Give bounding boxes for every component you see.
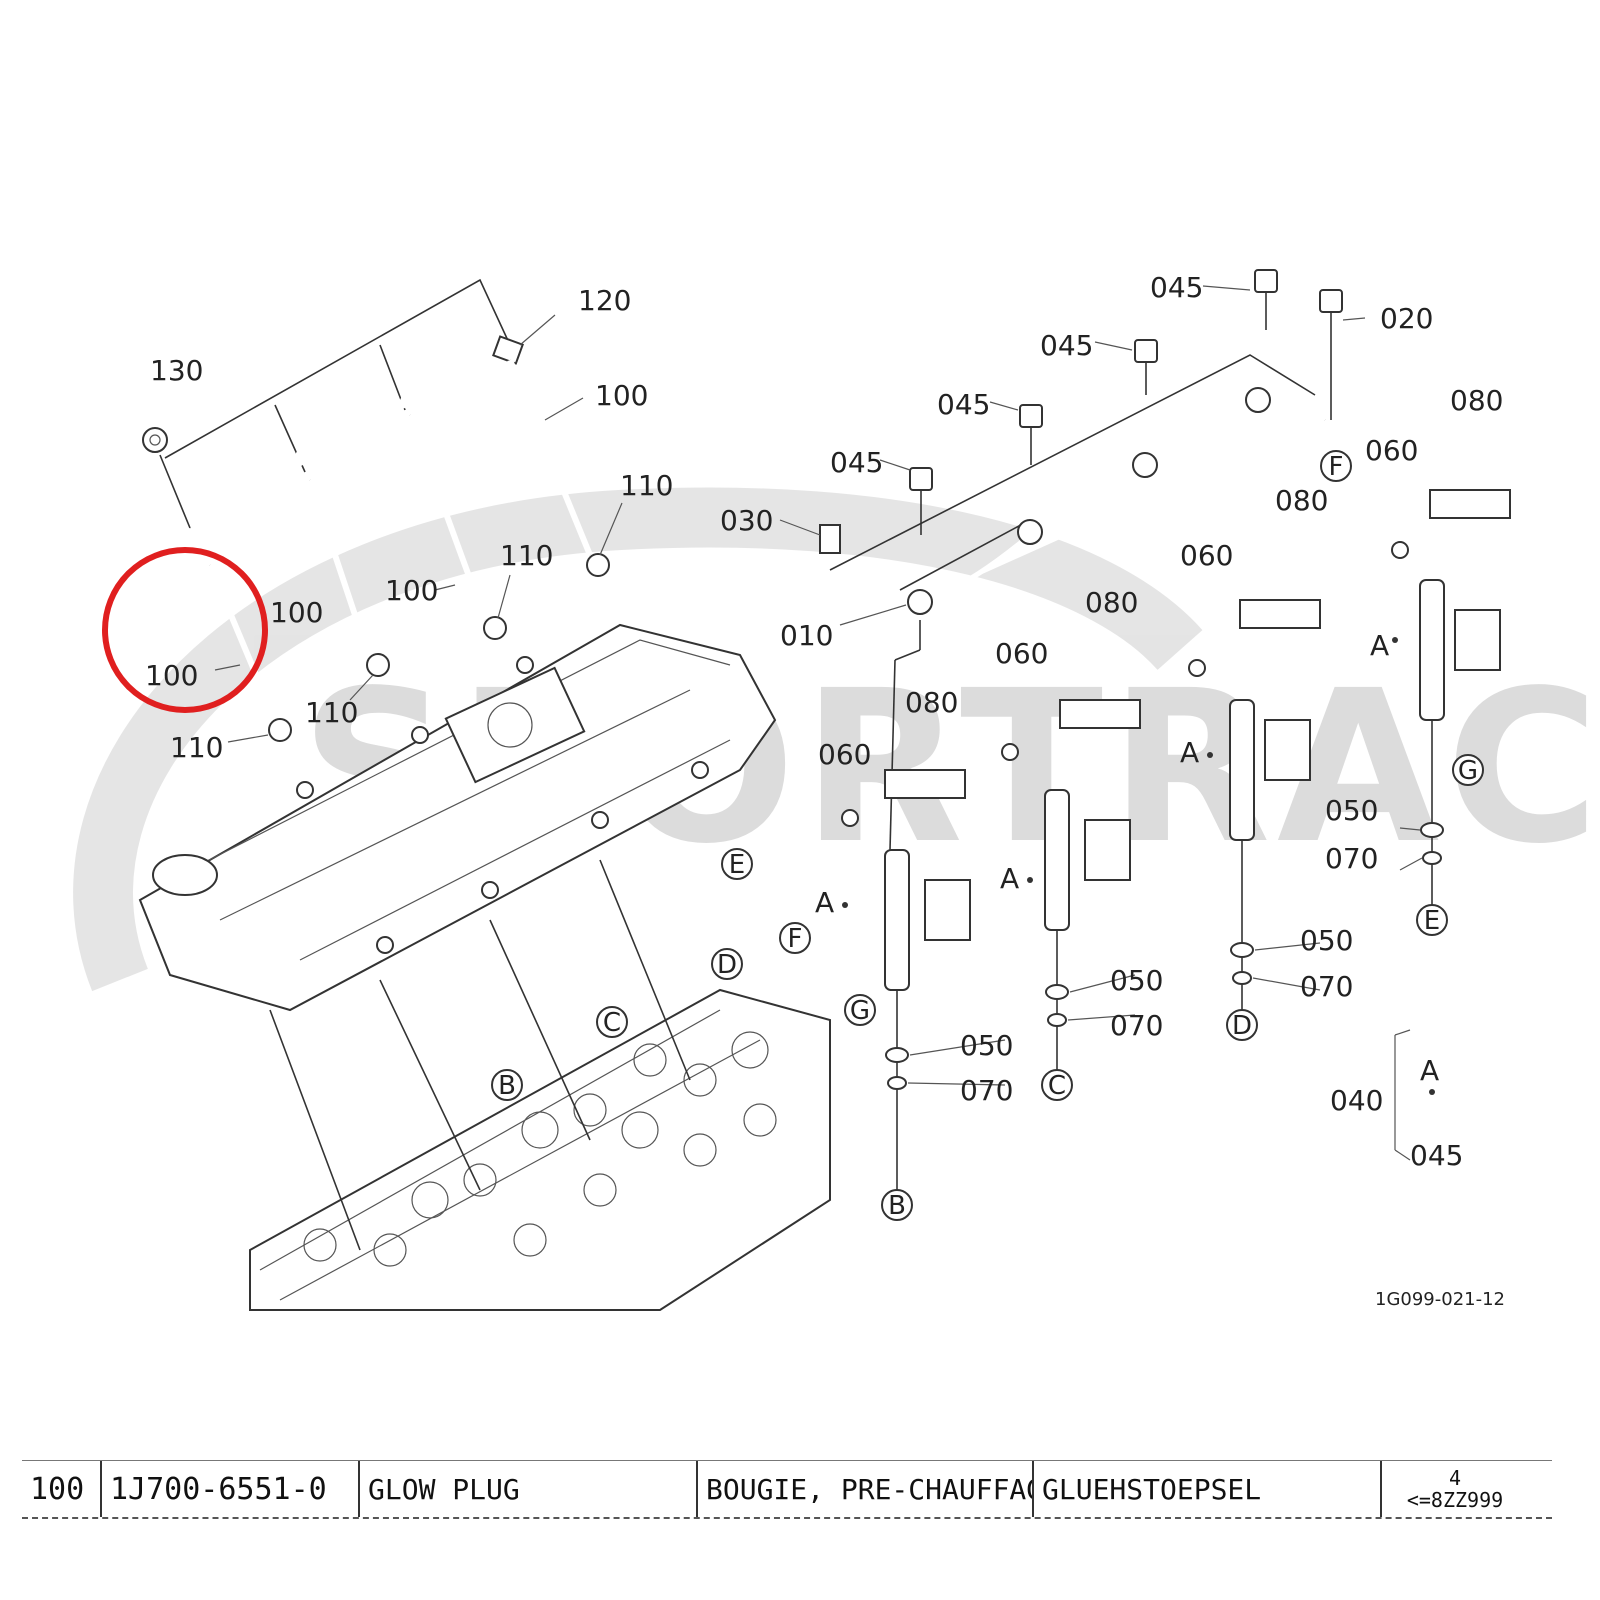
label-045-b: 045 (1040, 329, 1093, 362)
leak-off-pipe (819, 354, 1328, 851)
figure-code: 1G099-021-12 (1375, 1289, 1505, 1310)
label-110-a: 110 (620, 469, 673, 502)
label-060-a: 060 (1365, 434, 1418, 467)
label-080-d: 080 (905, 686, 958, 719)
part-name-en: GLOW PLUG (360, 1461, 698, 1517)
ref-d-bottom: D (1232, 1011, 1252, 1041)
label-070-c: 070 (1110, 1009, 1163, 1042)
ref-e-top: E (729, 850, 745, 880)
label-045-a: 045 (1150, 271, 1203, 304)
label-110-d: 110 (170, 731, 223, 764)
ref-f-top: F (788, 924, 803, 954)
cylinder-head (249, 859, 831, 1311)
part-number-labels: 130 120 100 100 100 100 110 110 110 110 … (145, 271, 1503, 1172)
label-a-e: A (1370, 629, 1389, 662)
label-100-a: 100 (595, 379, 648, 412)
ref-d-top: D (717, 950, 737, 980)
label-060-c: 060 (995, 637, 1048, 670)
label-110-b: 110 (500, 539, 553, 572)
label-a-d: A (1180, 736, 1199, 769)
label-a-040: A (1420, 1054, 1439, 1087)
head-cover (138, 623, 777, 1012)
seals-washers (841, 541, 1444, 1090)
banjo-bolts (909, 269, 1343, 535)
label-060-d: 060 (818, 738, 871, 771)
label-100-c: 100 (385, 574, 438, 607)
label-030: 030 (720, 504, 773, 537)
label-070-a: 070 (1325, 842, 1378, 875)
label-080-c: 080 (1085, 586, 1138, 619)
ref-b-top: B (498, 1071, 516, 1101)
nozzle-holder-clamps (884, 489, 1511, 941)
label-110-c: 110 (305, 696, 358, 729)
label-050-a: 050 (1325, 794, 1378, 827)
label-a-c: A (1000, 862, 1019, 895)
label-100-d: 100 (145, 659, 198, 692)
label-050-b: 050 (1300, 924, 1353, 957)
part-number: 1J700-6551-0 (102, 1461, 360, 1517)
label-a-b: A (815, 886, 834, 919)
label-070-d: 070 (960, 1074, 1013, 1107)
ref-g-top: G (850, 996, 870, 1026)
quantity-cell: 4 <=8ZZ999 (1382, 1461, 1528, 1517)
label-120: 120 (578, 284, 631, 317)
label-045-c: 045 (937, 388, 990, 421)
label-050-c: 050 (1110, 964, 1163, 997)
label-100-b: 100 (270, 596, 323, 629)
ref-f-bottom: F (1329, 452, 1344, 482)
label-010: 010 (780, 619, 833, 652)
label-130: 130 (150, 354, 203, 387)
parts-table-row: 100 1J700-6551-0 GLOW PLUG BOUGIE, PRE-C… (22, 1460, 1552, 1519)
label-040: 040 (1330, 1084, 1383, 1117)
ref-g-bottom: G (1458, 756, 1478, 786)
part-name-fr: BOUGIE, PRE-CHAUFFAGE (698, 1461, 1034, 1517)
label-080-b: 080 (1275, 484, 1328, 517)
circled-references: E F D G C B B C D E F G (491, 450, 1484, 1221)
ref-c-bottom: C (1048, 1071, 1066, 1101)
ref-e-bottom: E (1424, 906, 1440, 936)
glow-plugs (207, 358, 610, 742)
part-name-de: GLUEHSTOEPSEL (1034, 1461, 1382, 1517)
leader-lines (214, 285, 1423, 1086)
highlight-circle (102, 547, 268, 713)
label-080-a: 080 (1450, 384, 1503, 417)
label-070-b: 070 (1300, 970, 1353, 1003)
ref-c-top: C (603, 1008, 621, 1038)
label-045-d: 045 (830, 446, 883, 479)
injectors (884, 579, 1445, 1190)
glow-plug-lead (142, 278, 524, 530)
ref-number: 100 (22, 1461, 102, 1517)
ref-b-bottom: B (888, 1191, 906, 1221)
label-020: 020 (1380, 302, 1433, 335)
label-045-e: 045 (1410, 1139, 1463, 1172)
quantity: 4 (1448, 1466, 1462, 1490)
label-060-b: 060 (1180, 539, 1233, 572)
serial-range: <=8ZZ999 (1406, 1488, 1504, 1512)
label-050-d: 050 (960, 1029, 1013, 1062)
